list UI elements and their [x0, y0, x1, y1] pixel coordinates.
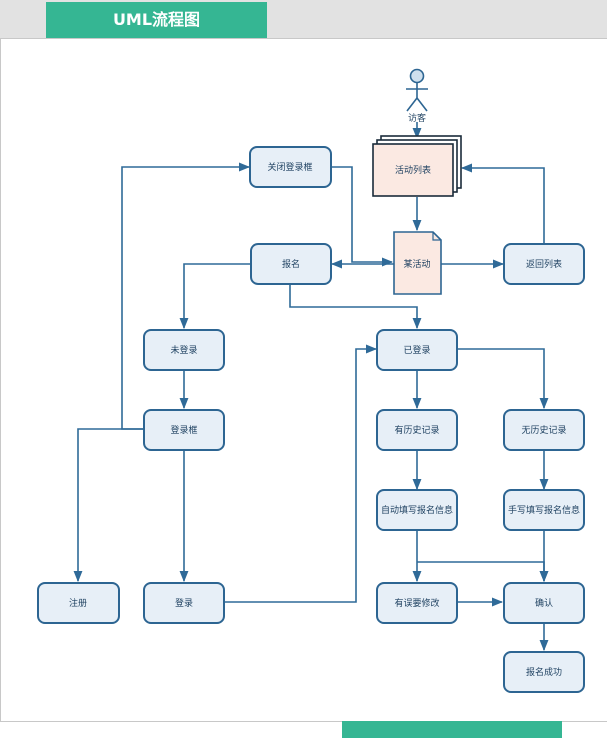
node-auto-fill[interactable]: 自动填写报名信息	[376, 489, 458, 531]
node-signup[interactable]: 报名	[250, 243, 332, 285]
svg-text:登录: 登录	[175, 598, 193, 609]
node-manual-fill[interactable]: 手写填写报名信息	[503, 489, 585, 531]
edge-back-to-list	[460, 163, 545, 244]
edge-auto-to-confirm	[417, 561, 549, 583]
node-login-box[interactable]: 登录框	[143, 409, 225, 451]
node-modify[interactable]: 有误要修改	[376, 582, 458, 624]
edge-loginbox-to-register	[73, 428, 144, 583]
node-confirm[interactable]: 确认	[503, 582, 585, 624]
svg-text:报名: 报名	[282, 258, 300, 270]
node-no-history[interactable]: 无历史记录	[503, 409, 585, 451]
svg-text:自动填写报名信息: 自动填写报名信息	[381, 504, 453, 516]
svg-text:报名成功: 报名成功	[526, 666, 562, 678]
svg-text:有历史记录: 有历史记录	[394, 424, 439, 436]
activity-list-label: 活动列表	[395, 164, 431, 176]
actor-visitor: 访客	[406, 68, 428, 124]
svg-text:手写填写报名信息: 手写填写报名信息	[508, 504, 580, 516]
node-register[interactable]: 注册	[37, 582, 120, 624]
edge-loginbox-to-close	[121, 162, 251, 430]
bottom-accent-tab	[342, 721, 562, 738]
edge-close-to-activity	[331, 166, 394, 267]
edge-logged-to-nohistory	[458, 348, 549, 410]
node-not-logged[interactable]: 未登录	[143, 329, 225, 371]
actor-label: 访客	[408, 112, 426, 124]
node-back-list[interactable]: 返回列表	[503, 243, 585, 285]
actor-head-icon	[409, 68, 425, 84]
svg-text:未登录: 未登录	[170, 344, 197, 356]
edge-signup-to-notlogged	[179, 263, 251, 330]
svg-text:确认: 确认	[535, 597, 553, 609]
edges	[73, 122, 549, 652]
svg-text:注册: 注册	[69, 597, 87, 609]
node-has-history[interactable]: 有历史记录	[376, 409, 458, 451]
node-logged-in[interactable]: 已登录	[376, 329, 458, 371]
svg-text:登录框: 登录框	[170, 424, 197, 436]
svg-text:返回列表: 返回列表	[526, 258, 562, 270]
node-login[interactable]: 登录	[143, 582, 225, 624]
node-some-activity[interactable]: 某活动	[393, 231, 442, 295]
svg-text:有误要修改: 有误要修改	[394, 597, 439, 609]
node-close-login[interactable]: 关闭登录框	[249, 146, 332, 188]
svg-text:关闭登录框: 关闭登录框	[267, 161, 312, 173]
node-success[interactable]: 报名成功	[503, 651, 585, 693]
edge-signup-to-logged	[289, 284, 422, 330]
svg-text:无历史记录: 无历史记录	[521, 424, 566, 436]
some-activity-label: 某活动	[403, 258, 430, 270]
svg-text:已登录: 已登录	[403, 345, 430, 356]
page-title: UML流程图	[46, 2, 267, 38]
node-activity-list[interactable]: 活动列表	[372, 135, 462, 197]
edge-login-to-logged	[225, 344, 378, 603]
